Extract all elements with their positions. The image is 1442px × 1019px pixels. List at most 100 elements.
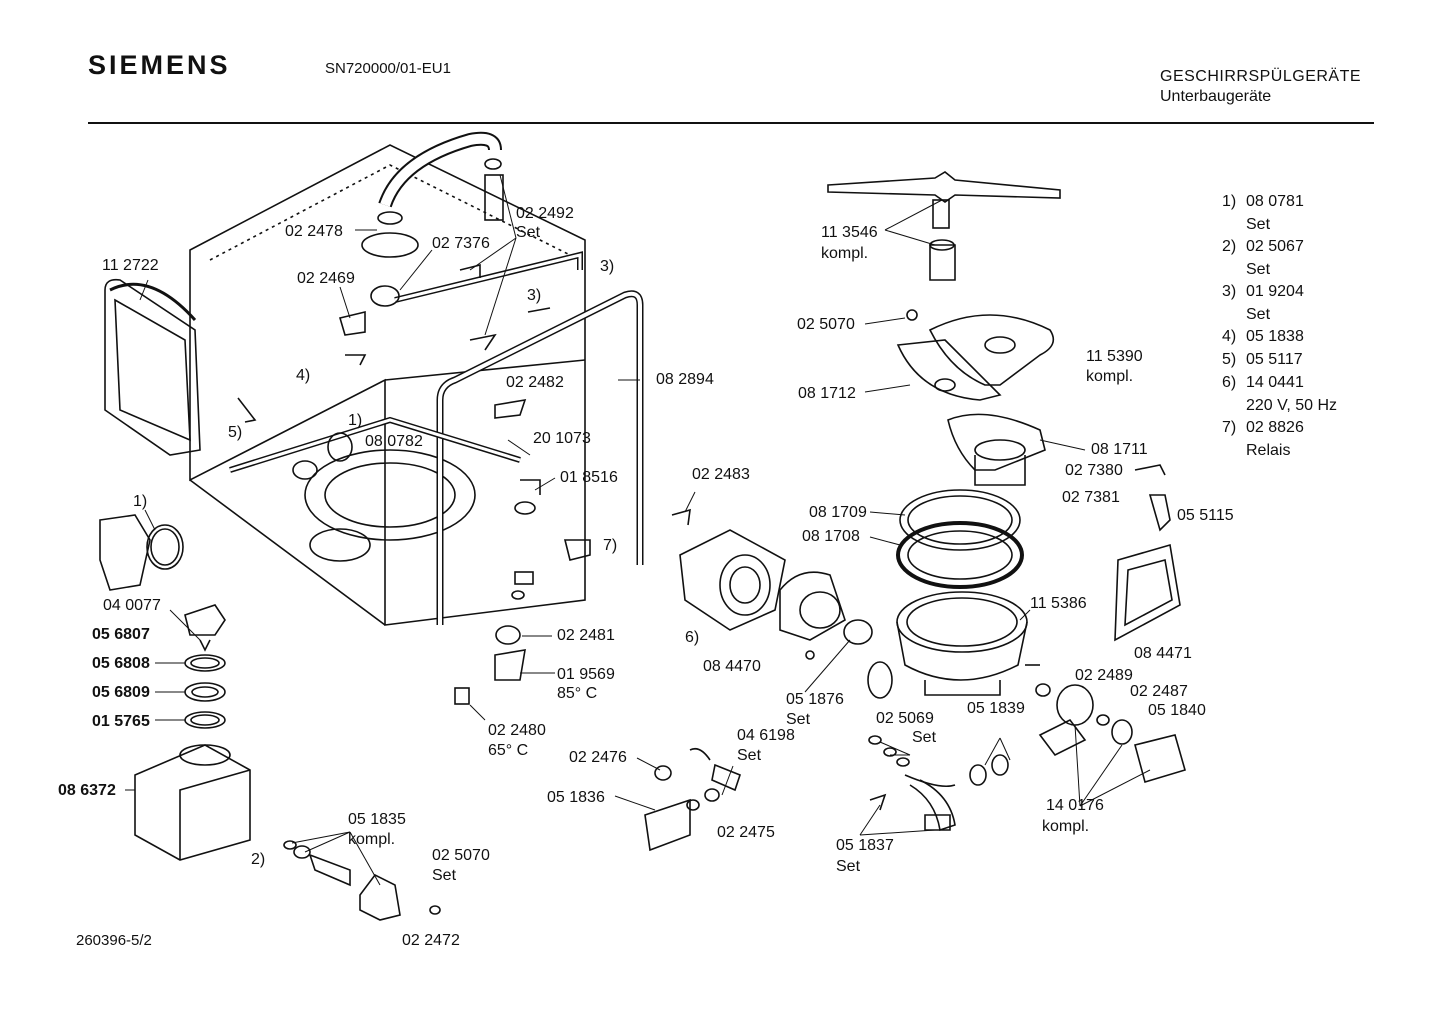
legend-key: 7) xyxy=(1222,419,1237,436)
label-081708: 08 1708 xyxy=(802,528,860,545)
label-ref-5: 5) xyxy=(228,424,243,441)
category-subtitle: Unterbaugeräte xyxy=(1160,88,1272,105)
legend-part: 05 1838 xyxy=(1246,328,1304,345)
label-022481: 02 2481 xyxy=(557,627,615,644)
label-056809: 05 6809 xyxy=(92,684,150,701)
label-082894: 08 2894 xyxy=(656,371,714,388)
label-051876-set: Set xyxy=(786,711,811,728)
label-025069: 02 5069 xyxy=(876,710,934,727)
legend-row: 1) 08 0781 xyxy=(1222,192,1337,215)
label-081711: 08 1711 xyxy=(1091,441,1148,458)
label-025070: 02 5070 xyxy=(797,316,855,333)
legend-key: 2) xyxy=(1222,238,1237,255)
legend-row: 3)01 9204 xyxy=(1222,282,1337,305)
label-027380: 02 7380 xyxy=(1065,462,1123,479)
parts-legend: 1)08 0781 Set 2)02 5067 Set 3)01 9204 Se… xyxy=(1222,192,1337,463)
category-title: GESCHIRRSPÜLGERÄTE xyxy=(1160,68,1362,85)
label-115390: 11 5390 xyxy=(1086,348,1143,365)
label-ref-1a: 1) xyxy=(348,412,363,429)
label-ref-3a: 3) xyxy=(600,258,615,275)
label-040077: 04 0077 xyxy=(103,597,161,614)
hose-assembly-left xyxy=(104,278,201,456)
label-051837: 05 1837 xyxy=(836,837,894,854)
label-ref-6: 6) xyxy=(685,629,700,646)
label-081712: 08 1712 xyxy=(798,385,856,402)
legend-key: 1) xyxy=(1222,193,1237,210)
label-084471: 08 4471 xyxy=(1134,645,1192,662)
legend-note: Set xyxy=(1246,261,1271,278)
legend-part: 02 5067 xyxy=(1246,238,1304,255)
top-hose xyxy=(361,131,504,258)
label-ref-3b: 3) xyxy=(527,287,542,304)
label-115386: 11 5386 xyxy=(1030,595,1087,612)
label-027376: 02 7376 xyxy=(432,235,490,252)
legend-note-row: Set xyxy=(1222,215,1337,237)
model-number: SN720000/01-EU1 xyxy=(325,60,451,77)
label-022469: 02 2469 xyxy=(297,270,355,287)
legend-note-row: 220 V, 50 Hz xyxy=(1222,396,1337,418)
document-number: 260396-5/2 xyxy=(76,932,152,949)
heater-bracket xyxy=(1114,464,1181,642)
label-022478: 02 2478 xyxy=(285,223,343,240)
label-022492-set: Set xyxy=(516,224,541,241)
label-022476: 02 2476 xyxy=(569,749,627,766)
legend-note: 220 V, 50 Hz xyxy=(1246,397,1338,414)
label-081709: 08 1709 xyxy=(809,504,867,521)
legend-row: 5) 05 5117 xyxy=(1222,350,1337,373)
legend-key: 5) xyxy=(1222,351,1237,368)
label-025070-b-set: Set xyxy=(432,867,457,884)
label-022480: 02 2480 xyxy=(488,722,546,739)
legend-part: 02 8826 xyxy=(1246,419,1304,436)
legend-row: 4) 05 1838 xyxy=(1222,327,1337,350)
label-051835-kompl: kompl. xyxy=(348,831,396,848)
float-part xyxy=(99,514,184,591)
legend-part: 14 0441 xyxy=(1246,374,1304,391)
label-051836: 05 1836 xyxy=(547,789,605,806)
softener-stack xyxy=(134,604,251,861)
legend-note: Set xyxy=(1246,216,1271,233)
label-019569-temp: 85° C xyxy=(557,685,598,702)
label-046198-set: Set xyxy=(737,747,762,764)
legend-part: 08 0781 xyxy=(1246,193,1304,210)
label-086372: 08 6372 xyxy=(58,782,116,799)
label-ref-2: 2) xyxy=(251,851,266,868)
label-ref-1b: 1) xyxy=(133,493,148,510)
inlet-valve-assembly xyxy=(283,840,441,921)
header-divider xyxy=(88,122,1374,124)
label-022472: 02 2472 xyxy=(402,932,460,949)
label-046198: 04 6198 xyxy=(737,727,795,744)
pump-housing xyxy=(779,571,893,699)
legend-row: 6) 14 0441 xyxy=(1222,373,1337,396)
label-112722: 11 2722 xyxy=(102,257,159,274)
label-056808: 05 6808 xyxy=(92,655,150,672)
filter-assembly xyxy=(896,309,1055,486)
legend-row: 7) 02 8826 xyxy=(1222,418,1337,441)
legend-key: 3) xyxy=(1222,283,1237,300)
brand-logo: SIEMENS xyxy=(88,50,231,80)
legend-key: 6) xyxy=(1222,374,1237,391)
seal-rings xyxy=(896,489,1024,589)
spray-arm xyxy=(827,171,1061,281)
leader-lines xyxy=(125,174,1151,886)
label-113546: 11 3546 xyxy=(821,224,878,241)
frame-rails xyxy=(229,251,644,625)
label-140176-kompl: kompl. xyxy=(1042,818,1090,835)
sump-housing xyxy=(896,591,1040,696)
drain-valve-assembly xyxy=(644,747,741,852)
label-022480-temp: 65° C xyxy=(488,742,529,759)
center-small-parts xyxy=(237,263,591,705)
label-051839: 05 1839 xyxy=(967,700,1025,717)
label-055115: 05 5115 xyxy=(1177,507,1234,524)
label-022489: 02 2489 xyxy=(1075,667,1133,684)
legend-note-row: Relais xyxy=(1222,441,1337,463)
label-025069-set: Set xyxy=(912,729,937,746)
label-084470: 08 4470 xyxy=(703,658,761,675)
label-022492: 02 2492 xyxy=(516,205,574,222)
legend-part: 05 5117 xyxy=(1246,351,1303,368)
label-115390-kompl: kompl. xyxy=(1086,368,1134,385)
label-056807: 05 6807 xyxy=(92,626,150,643)
legend-key: 4) xyxy=(1222,328,1237,345)
label-051835: 05 1835 xyxy=(348,811,406,828)
label-022475: 02 2475 xyxy=(717,824,775,841)
circulation-motor xyxy=(671,508,786,631)
